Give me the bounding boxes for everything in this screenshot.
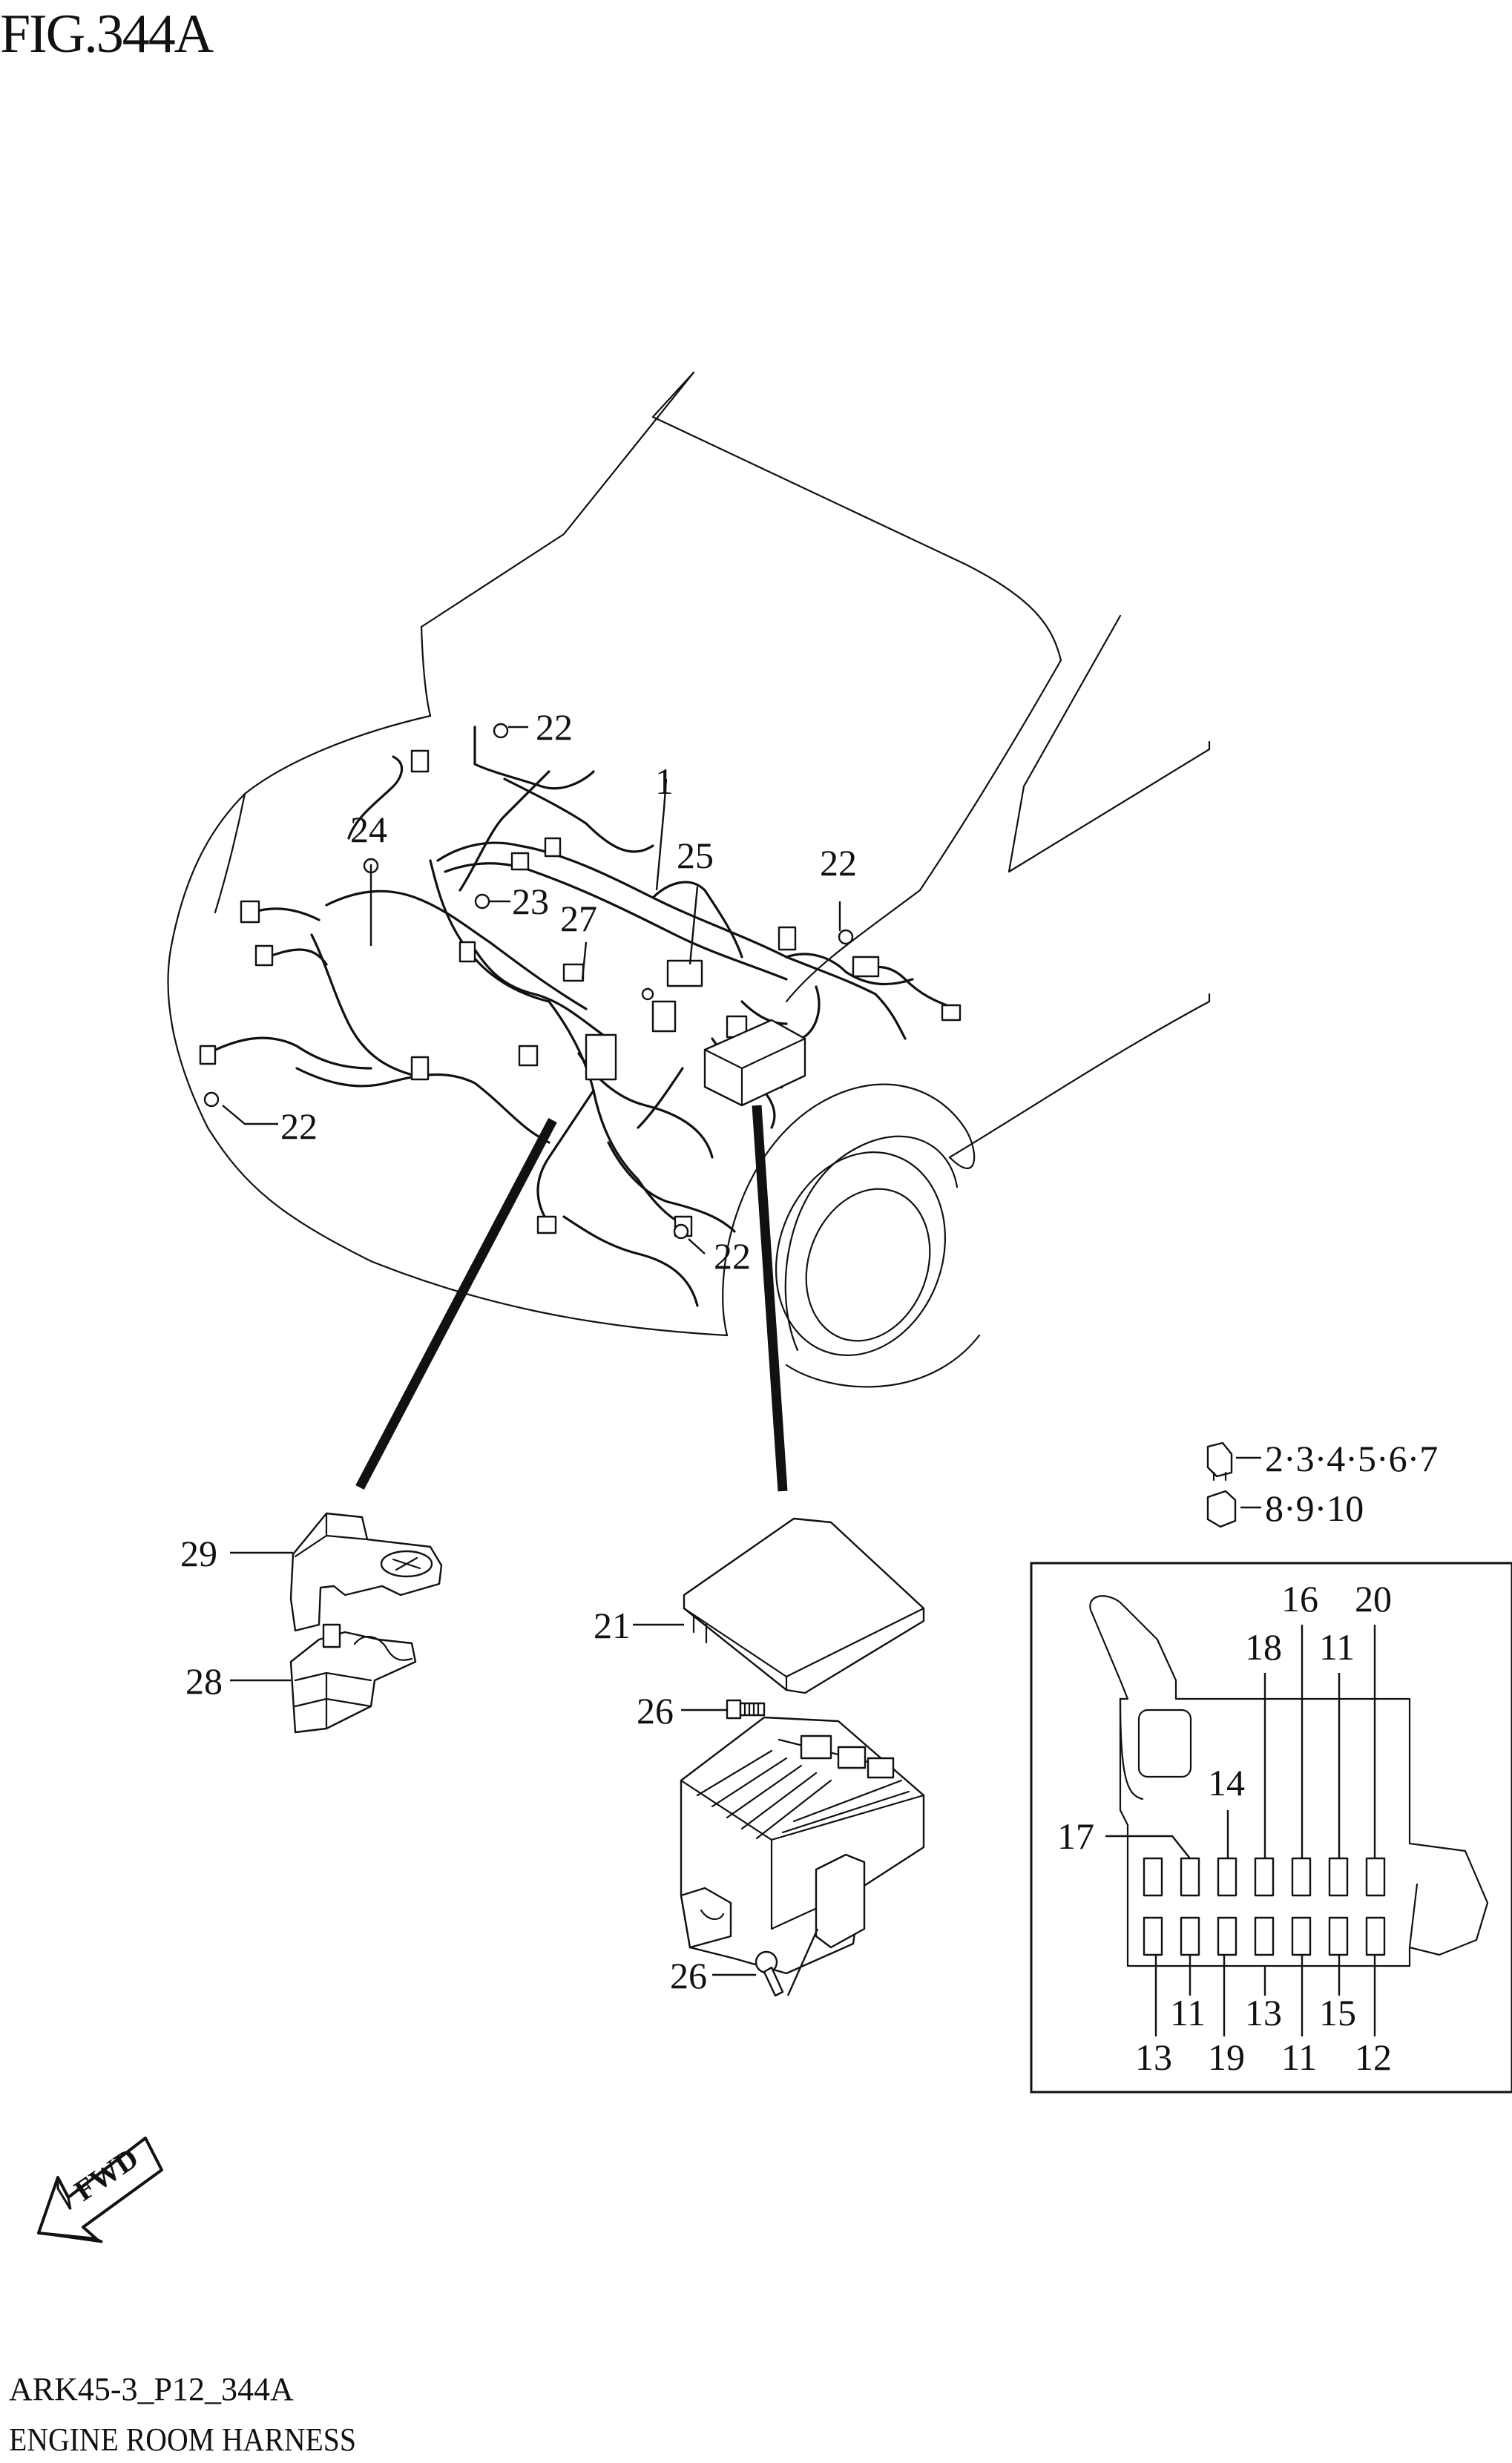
vehicle-body-outline xyxy=(167,371,1211,1388)
fuse-callout-12: 12 xyxy=(1355,2036,1392,2078)
fuse-callout-11-bottom: 11 xyxy=(1281,2036,1317,2078)
battery-terminal-cover xyxy=(289,1512,443,1632)
pointer-line-battery-cover xyxy=(355,1117,557,1490)
legend-relay-small: 2·3·4·5·6·7 xyxy=(1265,1438,1438,1479)
fuse-callout-13-bottom: 13 xyxy=(1135,2036,1172,2078)
callout-21: 21 xyxy=(594,1605,631,1646)
callout-25: 25 xyxy=(677,835,714,876)
screw-bottom xyxy=(755,1950,784,1997)
diagram-caption: ENGINE ROOM HARNESS xyxy=(9,2421,356,2458)
callout-29: 29 xyxy=(180,1533,217,1574)
fuse-callout-16: 16 xyxy=(1281,1578,1318,1619)
callout-leaders xyxy=(222,726,841,1254)
legend-relay-large: 8·9·10 xyxy=(1265,1487,1364,1529)
diagram-code: ARK45-3_P12_344A xyxy=(9,2371,294,2407)
fuse-box-cover xyxy=(683,1517,925,1694)
fuse-callout-19: 19 xyxy=(1208,2036,1245,2078)
callout-22-top: 22 xyxy=(536,706,573,748)
callout-26-bottom: 26 xyxy=(670,1955,707,1996)
fuse-callout-14: 14 xyxy=(1208,1762,1245,1803)
figure-title: FIG.344A xyxy=(0,4,214,65)
callout-24: 24 xyxy=(350,809,387,850)
fuse-layout-inset xyxy=(1030,1562,1512,2094)
fuse-callout-11-top: 11 xyxy=(1319,1626,1355,1668)
fuse-callout-13-lower: 13 xyxy=(1245,1992,1282,2033)
callout-28: 28 xyxy=(185,1660,223,1702)
fuse-callout-15: 15 xyxy=(1319,1992,1356,2033)
callout-22-left: 22 xyxy=(280,1105,318,1147)
battery-terminal xyxy=(289,1623,417,1734)
callout-22-right: 22 xyxy=(820,842,857,884)
fuse-callout-20: 20 xyxy=(1355,1578,1392,1619)
pointer-line-fuse-box xyxy=(752,1105,788,1492)
fuse-callout-17: 17 xyxy=(1057,1815,1094,1857)
screw-top xyxy=(726,1699,766,1720)
small-relay-icon xyxy=(1206,1441,1233,1478)
fuse-callout-11-lower: 11 xyxy=(1170,1992,1206,2033)
callout-27: 27 xyxy=(560,898,597,939)
harness-connector xyxy=(410,749,430,773)
callout-22-bottom: 22 xyxy=(714,1235,751,1277)
fuse-callout-18: 18 xyxy=(1245,1626,1282,1668)
callout-26-top: 26 xyxy=(637,1690,674,1732)
callout-23: 23 xyxy=(512,881,549,922)
callout-1: 1 xyxy=(655,760,674,802)
engine-room-harness xyxy=(199,723,962,1307)
fwd-arrow-icon: FWD xyxy=(37,2137,163,2243)
fuse-box-body xyxy=(680,1716,925,1975)
large-relay-icon xyxy=(1206,1490,1237,1528)
relay-legend: 2·3·4·5·6·7 8·9·10 xyxy=(1206,1438,1438,1529)
